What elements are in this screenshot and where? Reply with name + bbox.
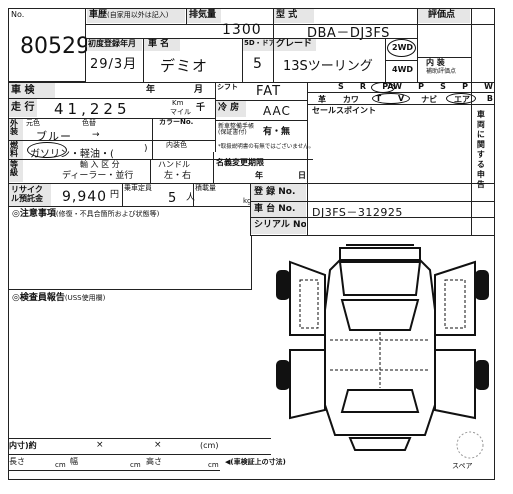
- shift-label: シフト: [216, 83, 246, 93]
- grade-value: 13Sツーリング: [283, 59, 373, 74]
- doors-value: 5: [253, 56, 263, 72]
- import-label: 輸 入 区 分: [80, 160, 120, 169]
- equip-circle-air: [446, 93, 476, 104]
- mileage-label: 走 行: [9, 99, 37, 117]
- color-label: 外 装: [9, 119, 23, 140]
- color-original-label: 元色: [26, 119, 40, 127]
- equip-s: S: [338, 82, 344, 91]
- service-book-label: 新車整備手帳(保証書付): [218, 123, 255, 137]
- width-unit: cm: [130, 461, 141, 469]
- cooling-label: 冷 房: [216, 101, 246, 117]
- car-name-label: 車 名: [144, 39, 180, 51]
- mileage-mile: マイル: [170, 108, 191, 116]
- change-year: 年: [255, 171, 263, 180]
- mileage-km: Km: [172, 99, 184, 107]
- notes-label: ◎注意事項(修復・不具合箇所および状態等): [12, 209, 160, 219]
- color-code-label: カラーNo.: [153, 119, 214, 128]
- spare-label: スペア: [452, 462, 473, 470]
- import-value: ディーラー・並行: [62, 171, 134, 181]
- drive-4wd: 4WD: [392, 65, 414, 74]
- seats-label: 乗車定員: [124, 184, 152, 192]
- equip-p2: P: [462, 82, 468, 91]
- equip-kawa: カワ: [342, 95, 359, 104]
- capacity-unit: kg: [243, 197, 252, 205]
- height-label: 高さ: [146, 457, 162, 466]
- equip-r: R: [359, 82, 367, 91]
- recycle-label: リサイクル預託金: [9, 184, 51, 206]
- drive-2wd-circle: [387, 39, 416, 57]
- serial-label: シリアル No.: [251, 218, 306, 234]
- equip-b: B: [486, 94, 493, 103]
- inspection-year: 年: [146, 85, 156, 95]
- recycle-value: 9,940: [62, 189, 108, 205]
- grade-points-label: 評価点: [418, 9, 470, 23]
- inspection-month: 月: [194, 85, 204, 95]
- reg-value: 29/3月: [90, 57, 138, 72]
- car-damage-diagram: [276, 244, 489, 459]
- dims-note: ◀(車検証上の寸法): [225, 458, 286, 466]
- inspector-label: ◎検査員報告(USS使用欄): [12, 293, 106, 303]
- displacement-label: 排気量: [187, 9, 221, 23]
- recycle-unit: 円: [110, 190, 120, 200]
- equip-s2: S: [440, 82, 446, 91]
- registration-label: 登 録 No.: [251, 184, 306, 201]
- dim-x2: ×: [154, 440, 162, 450]
- equip-navi: ナビ: [421, 95, 438, 104]
- chassis-label: 車 台 No.: [251, 202, 306, 217]
- chassis-value: DJ3FS－312925: [312, 206, 403, 219]
- change-label: 名義変更期限: [216, 158, 264, 167]
- model-label: 型 式: [274, 9, 314, 23]
- interior-sub: 補助評価点: [426, 68, 457, 75]
- equip-p: P: [418, 82, 425, 91]
- interior-label: 内 装: [426, 58, 445, 67]
- lot-box: [8, 8, 86, 82]
- sales-point-label: セールスポイント: [312, 106, 376, 115]
- capacity-label: 積載量: [195, 184, 216, 192]
- fuel-options: ガソリン・軽油・(: [30, 149, 114, 160]
- displacement-value: 1300: [222, 22, 262, 38]
- inner-dim-label: 内寸)約: [9, 441, 37, 450]
- car-name: デミオ: [160, 57, 209, 75]
- fuel-gasoline-circle: [27, 142, 67, 158]
- dim-x1: ×: [96, 440, 104, 450]
- shift-value: FAT: [256, 84, 282, 99]
- sheet-frame: [8, 8, 495, 480]
- color-change-label: 色替: [82, 119, 96, 127]
- color-value: ブルー: [36, 130, 72, 143]
- history-label: 車歴(自家用以外は記入): [87, 9, 185, 23]
- change-day: 日: [298, 171, 306, 180]
- equip-w: W: [484, 82, 493, 91]
- mileage-thousand: 千: [196, 103, 206, 113]
- fuel-label: 燃 料: [9, 141, 23, 159]
- lot-label: No.: [11, 10, 25, 19]
- color-arrow: →: [92, 130, 100, 140]
- width-label: 幅: [70, 457, 78, 466]
- inspection-label: 車 検: [9, 83, 55, 98]
- interior-color-label: 内装色: [166, 141, 187, 149]
- equip-circle-tv: [372, 93, 410, 104]
- lot-number: 80529: [20, 34, 90, 59]
- service-book-value: 有・無: [263, 127, 291, 137]
- length-unit: cm: [55, 461, 66, 469]
- seats-unit: 人: [186, 193, 196, 203]
- height-unit: cm: [208, 461, 219, 469]
- category-label: 等 級: [9, 160, 23, 182]
- grade-label: グレード: [274, 39, 316, 51]
- fuel-close: ): [144, 144, 148, 154]
- side-text: 車両に関する申告: [476, 110, 486, 190]
- dim-cm-label: (cm): [200, 441, 219, 450]
- equip-leather: 革: [318, 95, 326, 104]
- service-book-note: *取扱説明書の有無ではございません。: [218, 144, 315, 150]
- cooling-value: AAC: [263, 104, 291, 118]
- equip-circle-paw: [371, 82, 395, 93]
- seats-value: 5: [168, 191, 178, 206]
- handle-value: 左・右: [164, 171, 192, 181]
- equipment-row-1: S R PAW P S P W: [338, 82, 493, 93]
- model-code: DBA－DJ3FS: [307, 26, 390, 41]
- length-label: 長さ: [9, 457, 25, 466]
- handle-label: ハンドル: [158, 160, 190, 169]
- doors-label: 5D・ドア数: [243, 39, 273, 51]
- reg-label: 初度登録年月: [87, 39, 142, 51]
- mileage-value: 41,225: [54, 100, 131, 118]
